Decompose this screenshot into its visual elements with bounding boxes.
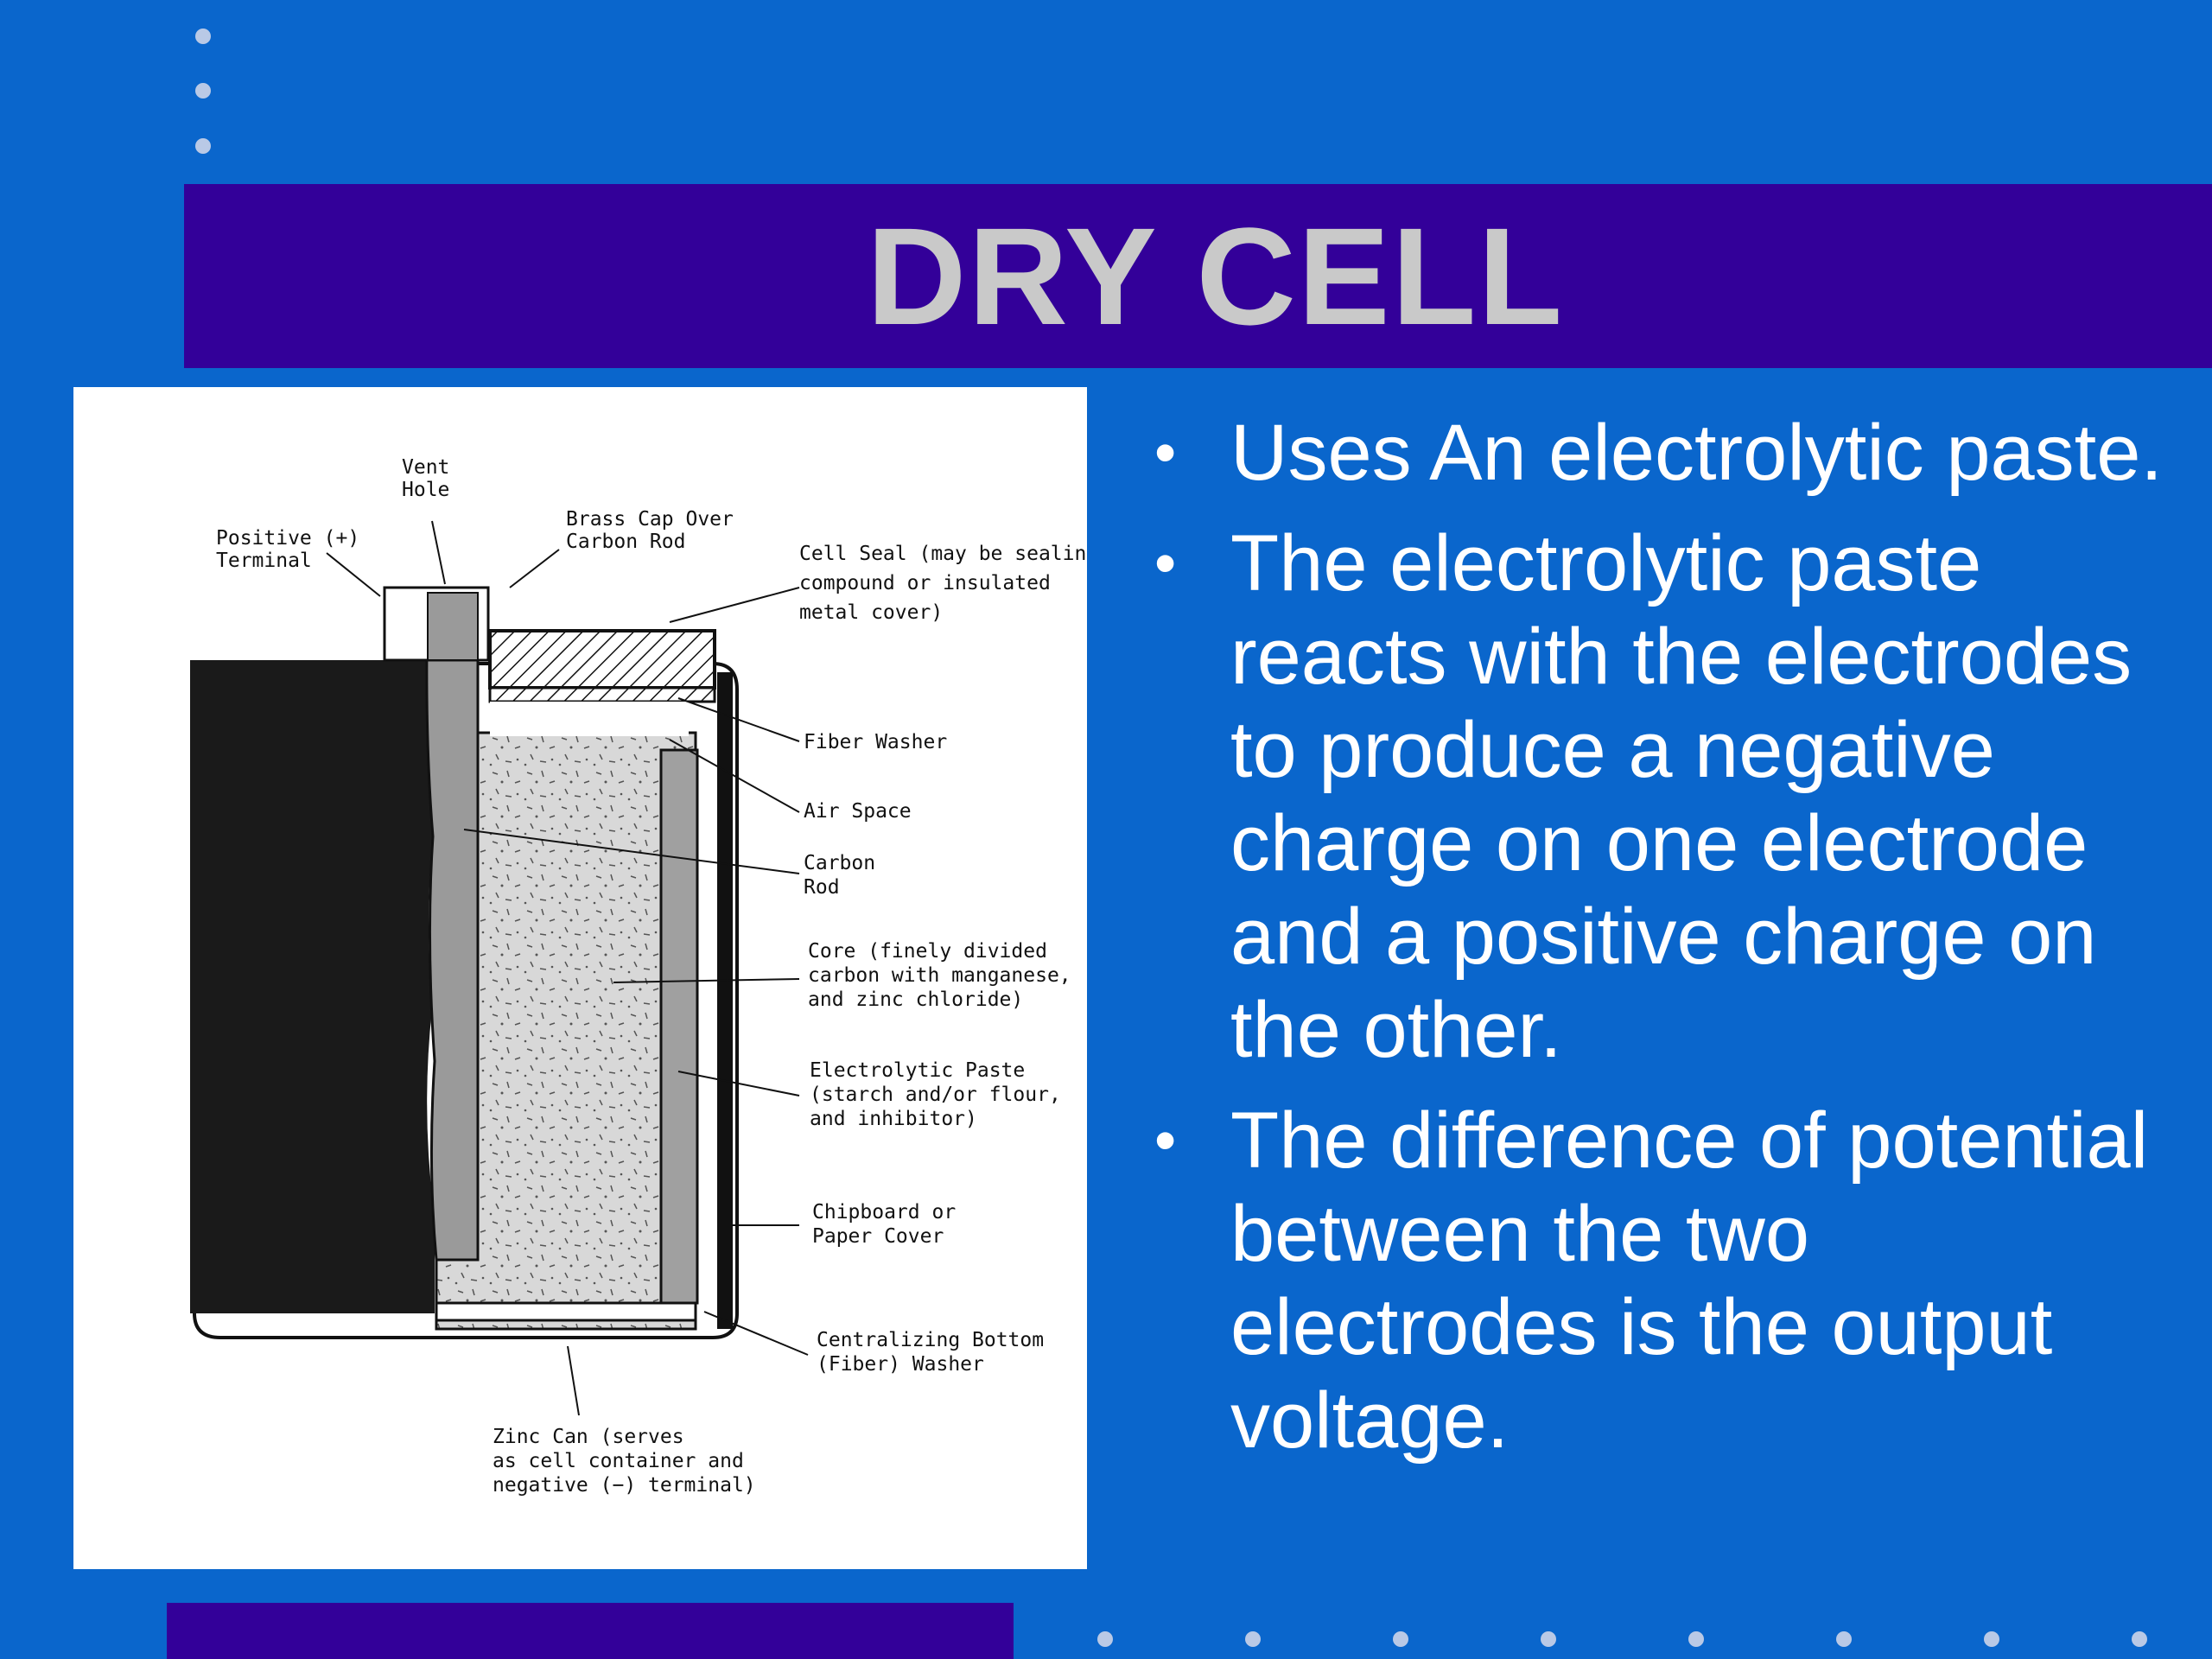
bullet-text: Uses An electrolytic paste. bbox=[1230, 409, 2163, 497]
bullet-item: • The electrolytic paste reacts with the… bbox=[1141, 517, 2195, 1077]
label-chipboard-2: Paper Cover bbox=[812, 1225, 944, 1248]
decor-dot bbox=[195, 29, 211, 44]
decor-dot bbox=[1836, 1631, 1852, 1647]
svg-text:Air Space: Air Space bbox=[804, 800, 912, 823]
svg-text:Cell Seal (may be sealing: Cell Seal (may be sealing bbox=[799, 543, 1087, 565]
air-space bbox=[490, 702, 689, 736]
decor-dot bbox=[1688, 1631, 1704, 1647]
footer-bar bbox=[167, 1603, 1014, 1659]
label-carbon-rod-2: Rod bbox=[804, 876, 840, 899]
svg-text:negative (−) terminal): negative (−) terminal) bbox=[493, 1474, 756, 1497]
leader-lines bbox=[326, 520, 809, 1416]
decor-dot bbox=[195, 138, 211, 154]
label-zinc-can-1: Zinc Can (serves bbox=[493, 1426, 684, 1448]
label-core-1: Core (finely divided bbox=[808, 940, 1047, 963]
svg-text:Paper Cover: Paper Cover bbox=[812, 1225, 944, 1248]
decor-dot bbox=[1541, 1631, 1556, 1647]
bullet-content: • Uses An electrolytic paste. • The elec… bbox=[1141, 406, 2195, 1484]
label-core-3: and zinc chloride) bbox=[808, 988, 1023, 1011]
label-positive-terminal-2: Terminal bbox=[216, 550, 312, 572]
svg-text:Zinc Can (serves: Zinc Can (serves bbox=[493, 1426, 684, 1448]
label-zinc-can-3: negative (−) terminal) bbox=[493, 1474, 756, 1497]
svg-text:Fiber Washer: Fiber Washer bbox=[804, 731, 947, 753]
label-paste-1: Electrolytic Paste bbox=[810, 1059, 1025, 1082]
decor-dot bbox=[1984, 1631, 1999, 1647]
label-paste-3: and inhibitor) bbox=[810, 1108, 977, 1130]
bullet-list: • Uses An electrolytic paste. • The elec… bbox=[1141, 406, 2195, 1467]
label-centralizing-1: Centralizing Bottom bbox=[817, 1329, 1044, 1351]
bullet-item: • The difference of potential between th… bbox=[1141, 1094, 2195, 1467]
decor-dot bbox=[2132, 1631, 2147, 1647]
svg-text:Electrolytic Paste: Electrolytic Paste bbox=[810, 1059, 1025, 1082]
label-brass-cap-2: Carbon Rod bbox=[566, 531, 685, 553]
label-carbon-rod-1: Carbon bbox=[804, 852, 875, 874]
label-brass-cap-1: Brass Cap Over bbox=[566, 508, 734, 531]
title-band: DRY CELL bbox=[184, 184, 2212, 368]
svg-text:Terminal: Terminal bbox=[216, 550, 312, 572]
cell-seal bbox=[488, 629, 716, 690]
decor-dot bbox=[195, 83, 211, 99]
svg-text:compound or insulated: compound or insulated bbox=[799, 572, 1051, 594]
label-centralizing-2: (Fiber) Washer bbox=[817, 1353, 984, 1376]
decor-dot bbox=[1393, 1631, 1408, 1647]
dry-cell-diagram-svg: Vent Hole Positive (+) Terminal Brass Ca… bbox=[190, 456, 1087, 1497]
label-fiber-washer: Fiber Washer bbox=[804, 731, 947, 753]
svg-text:Vent: Vent bbox=[402, 456, 449, 479]
label-cell-seal-1: Cell Seal (may be sealing bbox=[799, 543, 1087, 565]
bullet-icon: • bbox=[1154, 529, 1177, 598]
bullet-item: • Uses An electrolytic paste. bbox=[1141, 406, 2195, 499]
svg-text:Brass Cap Over: Brass Cap Over bbox=[566, 508, 734, 531]
chipboard-edge bbox=[717, 672, 733, 1329]
svg-text:(starch and/or flour,: (starch and/or flour, bbox=[810, 1084, 1061, 1106]
bottom-washer bbox=[435, 1301, 697, 1322]
slide-title: DRY CELL bbox=[866, 198, 1565, 353]
label-cell-seal-3: metal cover) bbox=[799, 601, 943, 624]
svg-text:Carbon: Carbon bbox=[804, 852, 875, 874]
svg-text:Carbon Rod: Carbon Rod bbox=[566, 531, 685, 553]
svg-text:Positive (+): Positive (+) bbox=[216, 527, 359, 550]
decor-dot bbox=[1245, 1631, 1261, 1647]
label-vent-hole-1: Vent bbox=[402, 456, 449, 479]
bullet-icon: • bbox=[1154, 418, 1177, 487]
label-chipboard-1: Chipboard or bbox=[812, 1201, 956, 1224]
carbon-rod-top bbox=[427, 592, 479, 661]
svg-text:and zinc chloride): and zinc chloride) bbox=[808, 988, 1023, 1011]
svg-text:Hole: Hole bbox=[402, 479, 449, 501]
label-paste-2: (starch and/or flour, bbox=[810, 1084, 1061, 1106]
bullet-text: The difference of potential between the … bbox=[1230, 1096, 2149, 1465]
carbon-rod bbox=[425, 591, 480, 1262]
label-cell-seal-2: compound or insulated bbox=[799, 572, 1051, 594]
label-positive-terminal-1: Positive (+) bbox=[216, 527, 359, 550]
svg-text:Centralizing Bottom: Centralizing Bottom bbox=[817, 1329, 1044, 1351]
svg-text:(Fiber) Washer: (Fiber) Washer bbox=[817, 1353, 984, 1376]
dry-cell-diagram: Vent Hole Positive (+) Terminal Brass Ca… bbox=[73, 387, 1087, 1569]
svg-text:Rod: Rod bbox=[804, 876, 840, 899]
paste-strip bbox=[659, 748, 699, 1305]
svg-text:Core (finely divided: Core (finely divided bbox=[808, 940, 1047, 963]
bullet-text: The electrolytic paste reacts with the e… bbox=[1230, 519, 2133, 1074]
label-core-2: carbon with manganese, bbox=[808, 964, 1071, 987]
label-air-space: Air Space bbox=[804, 800, 912, 823]
bullet-icon: • bbox=[1154, 1106, 1177, 1175]
label-zinc-can-2: as cell container and bbox=[493, 1450, 744, 1472]
svg-text:and inhibitor): and inhibitor) bbox=[810, 1108, 977, 1130]
label-vent-hole-2: Hole bbox=[402, 479, 449, 501]
decor-dot bbox=[1097, 1631, 1113, 1647]
svg-text:as cell container and: as cell container and bbox=[493, 1450, 744, 1472]
svg-text:metal cover): metal cover) bbox=[799, 601, 943, 624]
zinc-can-section bbox=[190, 660, 436, 1313]
svg-text:Chipboard or: Chipboard or bbox=[812, 1201, 956, 1224]
svg-text:carbon with manganese,: carbon with manganese, bbox=[808, 964, 1071, 987]
